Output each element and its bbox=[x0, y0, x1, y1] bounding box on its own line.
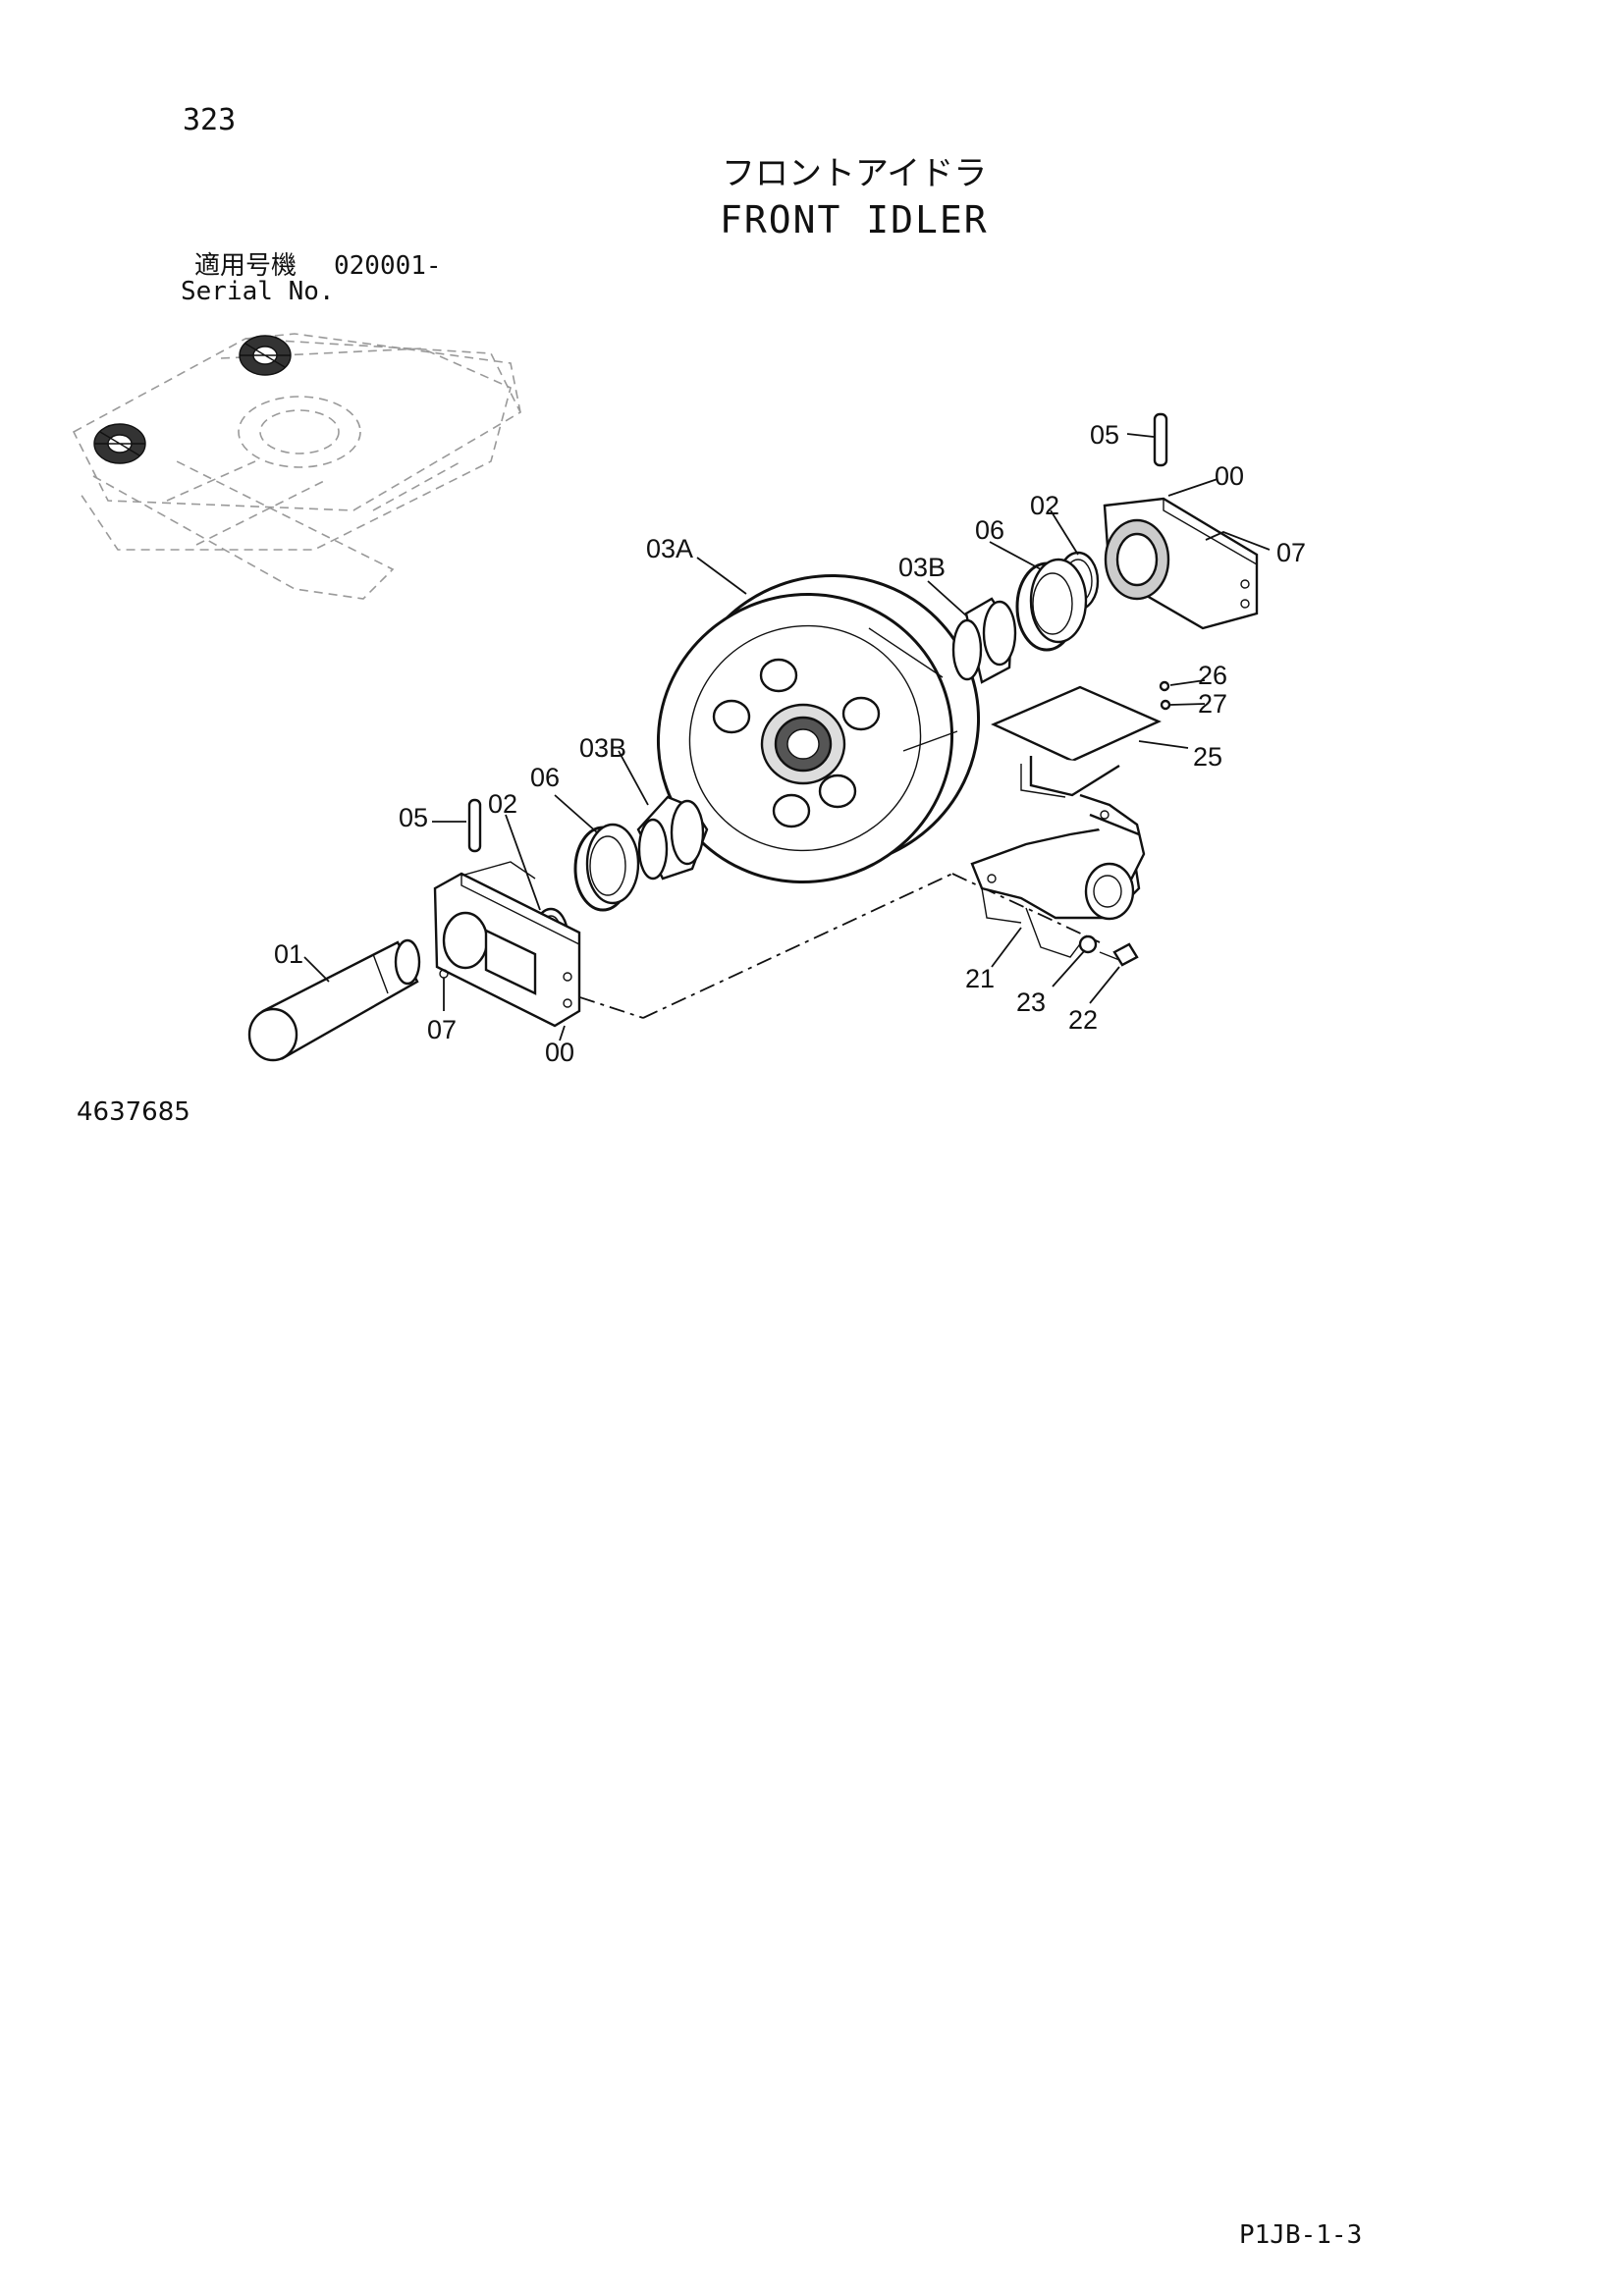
callout-25: 25 bbox=[1193, 742, 1222, 772]
callout-27: 27 bbox=[1198, 689, 1227, 719]
bushing-icon bbox=[951, 597, 1017, 684]
seal-ring-icon bbox=[1015, 551, 1100, 652]
title-japanese: フロントアイドラ bbox=[722, 154, 988, 193]
idler-shaft-icon bbox=[247, 938, 449, 1062]
cover-plate-icon bbox=[991, 685, 1162, 798]
callout-03b-left: 03B bbox=[579, 733, 626, 763]
callout-07-top: 07 bbox=[1276, 538, 1306, 567]
bearing-block-icon bbox=[1103, 497, 1259, 630]
bolt-icon bbox=[1078, 680, 1171, 967]
page-number: 323 bbox=[183, 103, 237, 137]
callout-23: 23 bbox=[1016, 988, 1046, 1017]
drawing-number: 4637685 bbox=[77, 1097, 190, 1127]
callout-22: 22 bbox=[1068, 1005, 1098, 1035]
idler-wheel-icon bbox=[656, 574, 981, 883]
pin-icon bbox=[467, 798, 482, 853]
bearing-block-icon bbox=[433, 861, 581, 1028]
callout-00-bottom: 00 bbox=[545, 1038, 574, 1067]
leader-lines bbox=[303, 433, 1271, 1041]
callout-02-top: 02 bbox=[1030, 491, 1059, 520]
callout-06-left: 06 bbox=[530, 763, 560, 792]
callout-21: 21 bbox=[965, 964, 995, 993]
serial-label-japanese: 適用号機 bbox=[194, 251, 298, 281]
pin-icon bbox=[1153, 412, 1168, 467]
callout-01: 01 bbox=[274, 939, 303, 969]
page-title: FRONT IDLER bbox=[720, 198, 989, 241]
serial-number-value: 020001- bbox=[334, 251, 442, 281]
callout-00-top: 00 bbox=[1215, 461, 1244, 491]
bushing-icon bbox=[636, 795, 709, 881]
bracket-icon bbox=[970, 793, 1146, 958]
callout-07-bottom: 07 bbox=[427, 1015, 457, 1044]
callout-06-top: 06 bbox=[975, 515, 1004, 545]
callout-05-left: 05 bbox=[399, 803, 428, 832]
callout-03b-top: 03B bbox=[898, 553, 946, 582]
exploded-parts-diagram: 05 00 02 07 06 03B 03A 26 27 25 03B 06 0… bbox=[72, 333, 1306, 1067]
callout-02-left: 02 bbox=[488, 789, 517, 819]
callout-26: 26 bbox=[1198, 661, 1227, 690]
callout-05-top: 05 bbox=[1090, 420, 1119, 450]
undercarriage-overview-icon bbox=[72, 333, 522, 600]
callout-03a: 03A bbox=[646, 534, 693, 563]
page-code: P1JB-1-3 bbox=[1239, 2220, 1363, 2250]
serial-label: Serial No. bbox=[181, 277, 335, 306]
